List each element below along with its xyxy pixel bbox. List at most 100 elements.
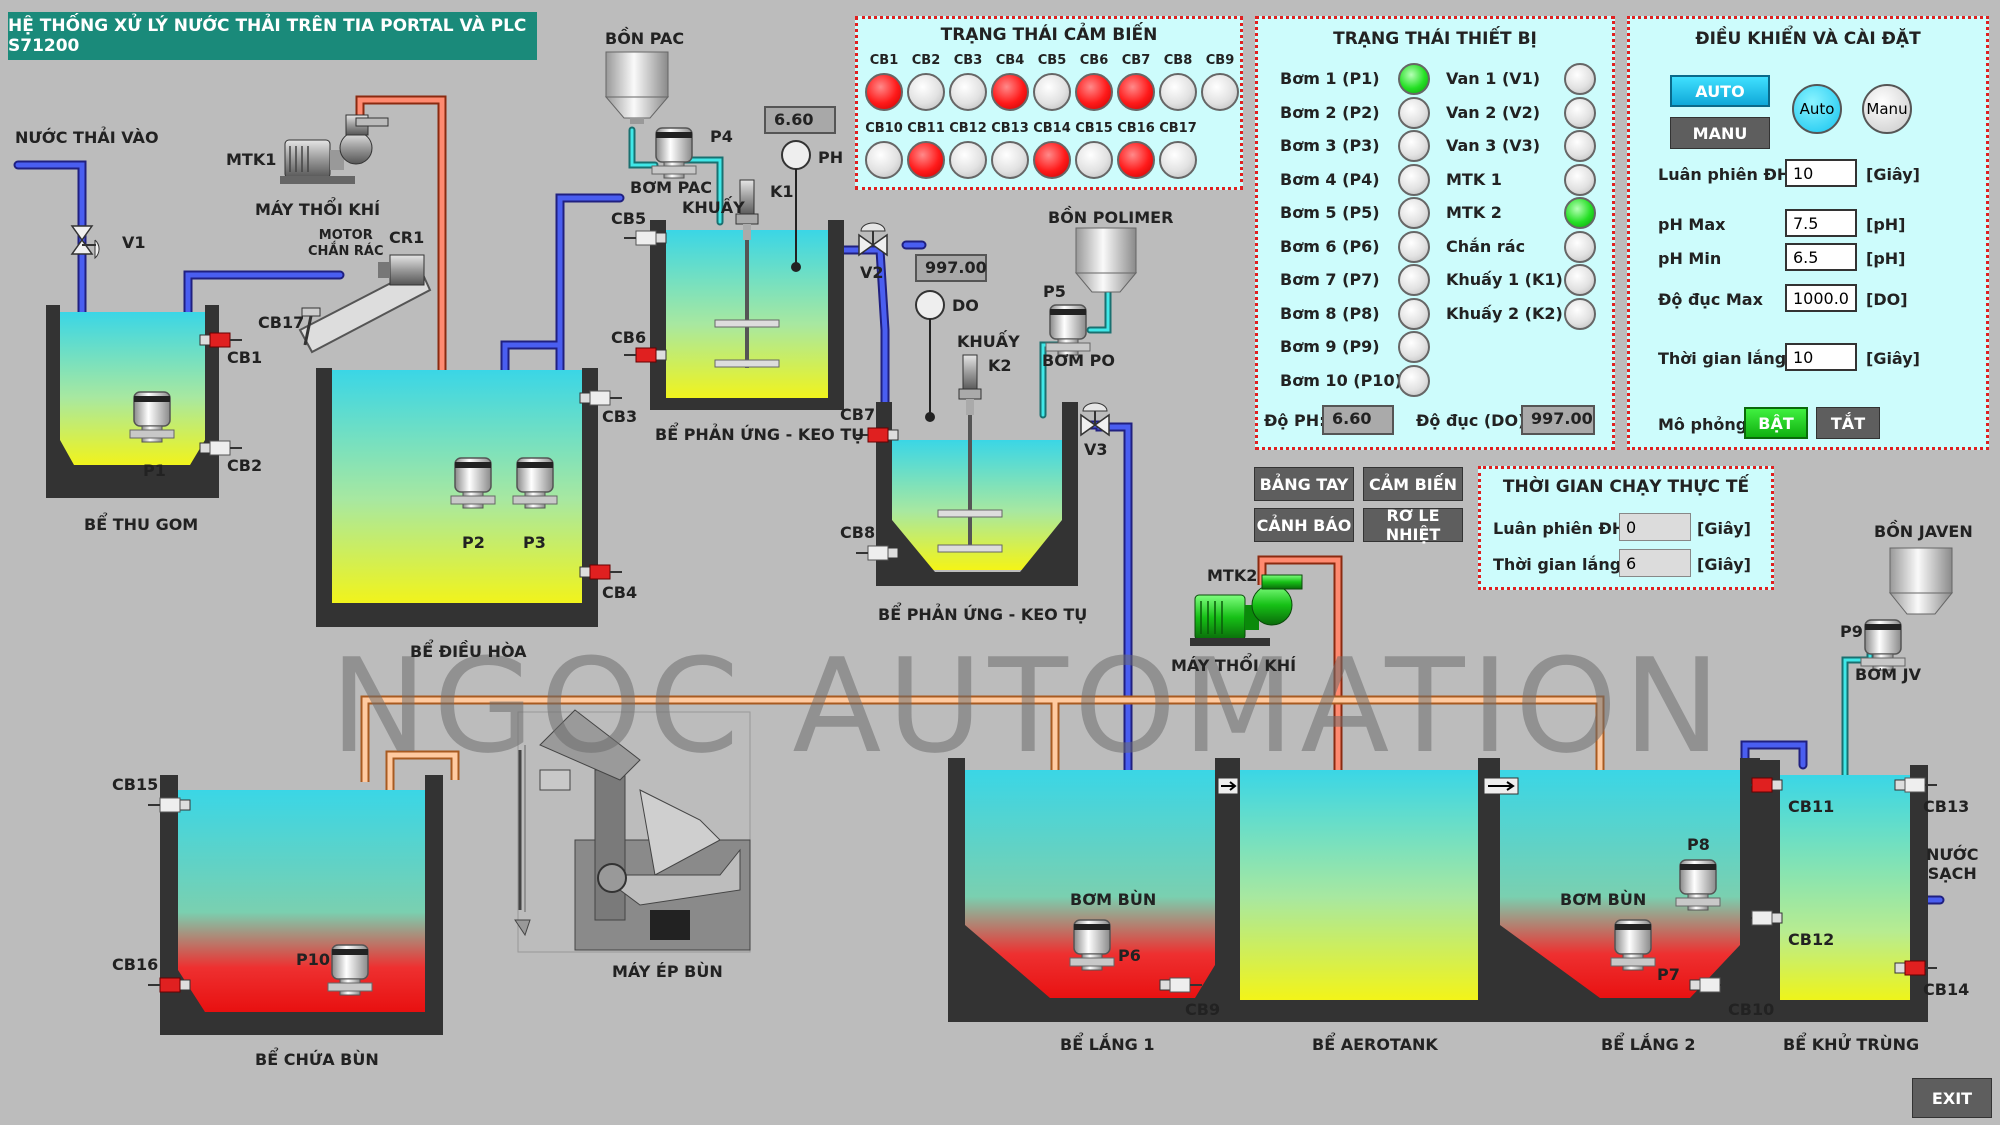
p2-label: P2 [462,533,485,552]
cb13-label: CB13 [1923,797,1970,816]
pump-p5-symbol [1045,304,1091,356]
control-panel-title: ĐIỀU KHIỂN VÀ CÀI ĐẶT [1695,29,1921,49]
device-van-1-v1--indicator [1564,63,1596,95]
device-b-m-6-p6--indicator [1398,230,1430,263]
cb15-label: CB15 [112,775,159,794]
device-khu-y-2-k2--label: Khuấy 2 (K2) [1446,303,1563,323]
device-b-m-5-p5--indicator [1398,197,1430,229]
sensor-cb4-symbol [579,564,623,580]
device-b-m-3-p3--label: Bơm 3 (P3) [1280,136,1380,155]
runtime-rotation-unit: [Giây] [1697,519,1751,538]
device-b-m-10-p10--indicator [1398,364,1430,397]
sludge-storage-tank [160,775,443,1035]
device-b-m-7-p7--label: Bơm 7 (P7) [1280,270,1380,289]
simulation-off-button[interactable]: TẮT [1816,407,1880,439]
sensor-cb5-symbol [623,230,667,246]
watermark: NGOC AUTOMATION [330,630,1727,782]
settle-time-label: Thời gian lắng: [1658,349,1793,368]
auto-indicator[interactable]: Auto [1792,84,1842,134]
cb16-label: CB16 [112,955,159,974]
air-pipes [355,95,1343,968]
runtime-settle-unit: [Giây] [1697,555,1751,574]
pump-p8-symbol [1675,859,1721,911]
ph-probe-symbol [781,140,811,272]
turbidity-max-unit: [DO] [1866,290,1908,309]
device-van-3-v3--label: Van 3 (V3) [1446,136,1541,155]
device-b-m-10-p10--label: Bơm 10 (P10) [1280,370,1402,390]
mixer2-label: KHUẤY [957,332,1020,351]
sensor-cb17-indicator [1159,141,1197,179]
p9-label: P9 [1840,622,1863,641]
device-b-m-9-p9--indicator [1398,331,1430,363]
runtime-settle-label: Thời gian lắng: [1493,555,1628,574]
sensor-cb2-label: CB2 [911,53,941,68]
simulation-on-button[interactable]: BẬT [1744,407,1808,439]
manual-table-button[interactable]: BẢNG TAY [1254,467,1354,501]
sensor-cb16-label: CB16 [1117,121,1155,136]
sensor-button[interactable]: CẢM BIẾN [1363,467,1463,501]
device-b-m-3-p3--indicator [1398,130,1430,162]
device-b-m-1-p1--label: Bơm 1 (P1) [1280,69,1380,88]
pump-p1-symbol [129,391,175,443]
runtime-settle-value [1619,549,1691,577]
do-label: DO [952,296,979,315]
cb4-label: CB4 [602,583,638,602]
turbidity-max-input[interactable] [1785,284,1857,312]
p1-label: P1 [143,461,166,480]
sensor-cb17-label: CB17 [1159,121,1197,136]
thermal-relay-button[interactable]: RƠ LE NHIỆT [1363,506,1463,544]
sensor-cb14-symbol [1894,960,1938,976]
manu-button[interactable]: MANU [1670,117,1770,149]
device-b-m-4-p4--indicator [1398,163,1430,196]
runtime-rotation-value [1619,513,1691,541]
cb1-label: CB1 [227,348,263,367]
sensor-cb12-indicator [949,141,987,179]
device-b-m-6-p6--label: Bơm 6 (P6) [1280,236,1380,256]
sensor-cb8-indicator [1159,73,1197,111]
settle-time-unit: [Giây] [1866,349,1920,368]
sensor-cb8-label: CB8 [1163,53,1193,68]
device-mtk-2-label: MTK 2 [1446,203,1502,222]
page-title: HỆ THỐNG XỬ LÝ NƯỚC THẢI TRÊN TIA PORTAL… [8,12,537,60]
settle-time-input[interactable] [1785,343,1857,371]
react2-label: BỂ PHẢN ỨNG - KEO TỤ [878,605,1088,624]
do-display: 997.00 [915,254,987,282]
pac-tank-label: BỒN PAC [605,29,685,48]
alarm-button[interactable]: CẢNH BÁO [1254,508,1354,542]
sensor-cb7-indicator [1117,73,1155,111]
sludge-tank-label: BỂ CHỨA BÙN [255,1050,379,1069]
equal-tank-label: BỂ ĐIỀU HÒA [410,642,527,661]
sensor-cb5-label: CB5 [1037,53,1067,68]
rotation-label: Luân phiên ĐH: [1658,165,1797,184]
sensor-cb6-label: CB6 [1079,53,1109,68]
device-mtk-1-label: MTK 1 [1446,169,1502,189]
device-b-m-4-p4--label: Bơm 4 (P4) [1280,169,1380,189]
device-mtk-2-indicator [1564,197,1596,229]
blower-mtk2-symbol [1190,574,1303,646]
aerotank-label: BỂ AEROTANK [1312,1035,1438,1054]
rotation-input[interactable] [1785,159,1857,187]
cb2-label: CB2 [227,456,263,475]
cb10-label: CB10 [1728,1000,1775,1019]
ph-min-input[interactable] [1785,243,1857,271]
ph-reading-label: Độ PH: [1264,411,1326,430]
ph-max-input[interactable] [1785,209,1857,237]
sensor-cb9-indicator [1201,73,1239,111]
press-label: MÁY ÉP BÙN [612,962,723,981]
p3-label: P3 [523,533,546,552]
auto-button[interactable]: AUTO [1670,75,1770,107]
exit-button[interactable]: EXIT [1912,1078,1992,1118]
sensor-cb5-indicator [1033,73,1071,111]
device-b-m-5-p5--label: Bơm 5 (P5) [1280,203,1380,222]
sensor-cb11-indicator [907,141,945,179]
device-b-m-8-p8--indicator [1398,297,1430,330]
runtime-panel: THỜI GIAN CHẠY THỰC TẾ Luân phiên ĐH: [G… [1478,466,1774,590]
device-status-panel: TRẠNG THÁI THIẾT BỊ Bơm 1 (P1)Bơm 2 (P2)… [1255,16,1615,450]
mtk2-label: MTK2 [1207,566,1258,585]
sensor-cb9-label: CB9 [1205,53,1235,68]
sensor-cb2-indicator [907,73,945,111]
p6-label: P6 [1118,946,1141,965]
manu-indicator[interactable]: Manu [1862,84,1912,134]
pump-p10-symbol [327,944,373,996]
mtk1-label: MTK1 [226,150,277,169]
